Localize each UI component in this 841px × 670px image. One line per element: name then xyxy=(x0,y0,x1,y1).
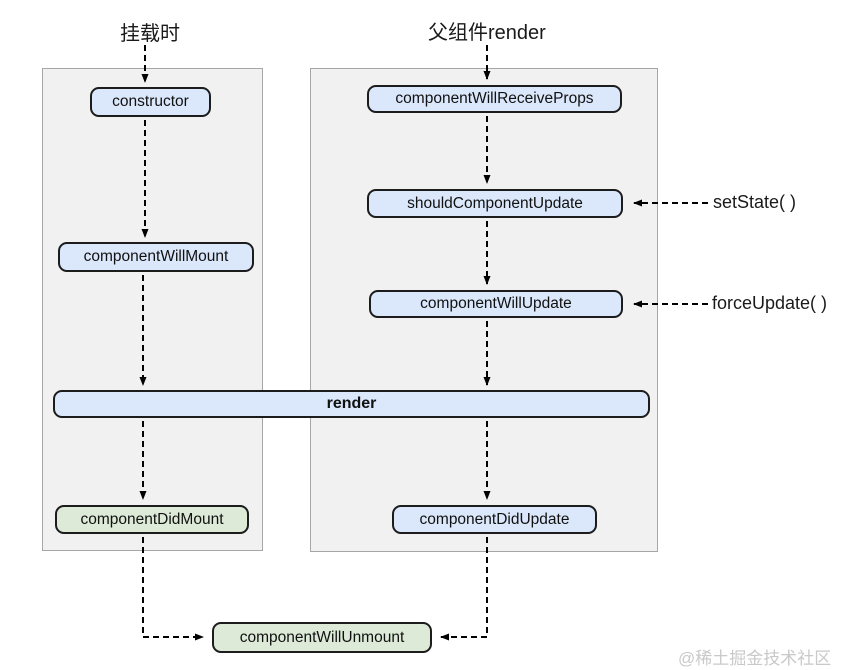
node-component-will-unmount: componentWillUnmount xyxy=(212,622,432,653)
parent-render-title: 父组件render xyxy=(428,22,546,44)
node-component-will-mount: componentWillMount xyxy=(58,242,254,272)
mount-phase-panel xyxy=(42,68,263,551)
node-component-will-receive-props: componentWillReceiveProps xyxy=(367,85,622,113)
watermark: @稀土掘金技术社区 xyxy=(678,649,832,668)
mount-phase-title: 挂载时 xyxy=(120,23,180,45)
forceupdate-annotation: forceUpdate( ) xyxy=(712,293,828,313)
node-component-did-mount: componentDidMount xyxy=(55,505,249,534)
node-should-component-update: shouldComponentUpdate xyxy=(367,189,623,218)
arrow-didupdate-to-willunmount xyxy=(440,537,488,641)
node-component-did-update: componentDidUpdate xyxy=(392,505,597,534)
node-constructor: constructor xyxy=(90,87,211,117)
setstate-annotation: setState( ) xyxy=(713,192,797,212)
node-render: render xyxy=(53,390,650,418)
arrow-didmount-to-willunmount xyxy=(142,537,204,641)
node-component-will-update: componentWillUpdate xyxy=(369,290,623,318)
